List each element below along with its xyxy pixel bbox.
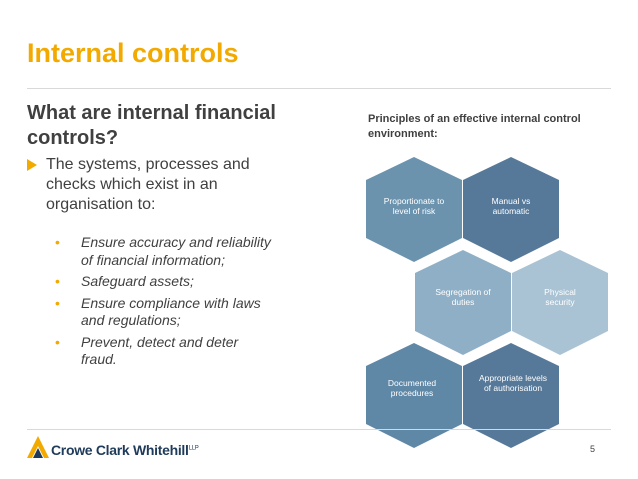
logo-suffix: LLP: [188, 445, 199, 452]
bullet-list: • Ensure accuracy and reliability of fina…: [55, 234, 275, 373]
hexagon-documented-procedures: [366, 343, 462, 448]
hexagon-label: Manual vs automatic: [491, 196, 531, 216]
hexagon-proportionate: [366, 157, 462, 262]
subheading: What are internal financial controls?: [27, 102, 276, 149]
page-number: 5: [590, 444, 596, 454]
hexagon-appropriate-authorisation: [463, 343, 559, 448]
hexagon-segregation: [415, 250, 511, 355]
logo-name: Crowe Clark Whitehill: [51, 442, 189, 458]
bullet-dot-icon: •: [55, 234, 60, 250]
slide-title: Internal controls: [27, 38, 239, 68]
footer-divider: [27, 429, 611, 430]
bullet-text: Safeguard assets;: [81, 273, 194, 289]
hexagon-label: Proportionate to level of risk: [383, 196, 445, 216]
hexagon-label: Segregation of duties: [435, 287, 491, 307]
list-item: • Ensure compliance with laws and regulat…: [55, 295, 275, 330]
hexagon-manual-vs-automatic: [463, 157, 559, 262]
principles-title: Principles of an effective internal cont…: [368, 113, 581, 140]
hexagon-label: Physical security: [544, 287, 576, 307]
list-item: • Prevent, detect and deter fraud.: [55, 334, 275, 369]
hexagon-label: Appropriate levels of authorisation: [478, 373, 548, 393]
title-divider: [27, 88, 611, 89]
list-item: • Safeguard assets;: [55, 273, 275, 291]
crowe-clark-whitehill-logo: Crowe Clark WhitehillLLP: [27, 436, 227, 464]
hexagon-label: Documented procedures: [387, 378, 437, 398]
triangle-bullet-icon: [27, 159, 37, 171]
bullet-dot-icon: •: [55, 294, 60, 311]
intro-paragraph: The systems, processes and checks which …: [27, 155, 277, 215]
bullet-dot-icon: •: [55, 333, 60, 350]
intro-text: The systems, processes and checks which …: [46, 156, 250, 213]
bullet-text: Prevent, detect and deter fraud.: [81, 333, 239, 368]
bullet-text: Ensure accuracy and reliability of finan…: [81, 234, 271, 268]
logo-mark-icon: [27, 436, 49, 458]
logo-text: Crowe Clark WhitehillLLP: [51, 442, 199, 458]
bullet-text: Ensure compliance with laws and regulati…: [81, 294, 261, 329]
hexagon-physical-security: [512, 250, 608, 355]
bullet-dot-icon: •: [55, 273, 60, 289]
list-item: • Ensure accuracy and reliability of fina…: [55, 234, 275, 269]
